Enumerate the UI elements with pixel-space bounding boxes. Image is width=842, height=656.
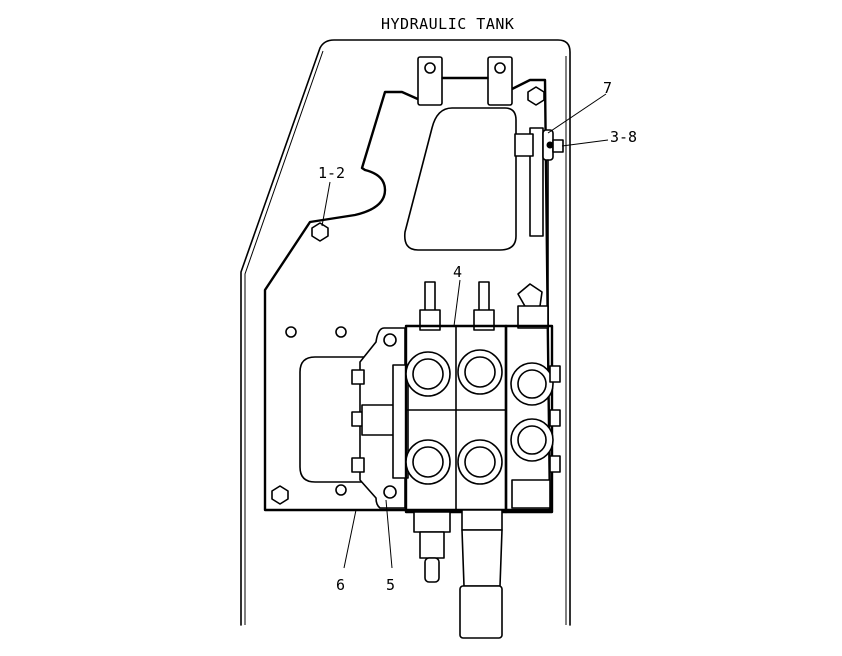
control-valve xyxy=(351,281,561,639)
callout-4: 4 xyxy=(453,263,462,281)
linkage-rod xyxy=(514,127,564,321)
callout-3-8: 3-8 xyxy=(610,128,637,146)
callout-7: 7 xyxy=(603,79,612,97)
callout-6: 6 xyxy=(336,576,345,594)
mounting-bracket xyxy=(263,56,552,512)
callout-5: 5 xyxy=(386,576,395,594)
tank-outline xyxy=(240,39,571,626)
diagram-title: HYDRAULIC TANK xyxy=(381,15,514,33)
leader-lines xyxy=(321,93,609,569)
callout-1-2: 1-2 xyxy=(318,164,345,182)
